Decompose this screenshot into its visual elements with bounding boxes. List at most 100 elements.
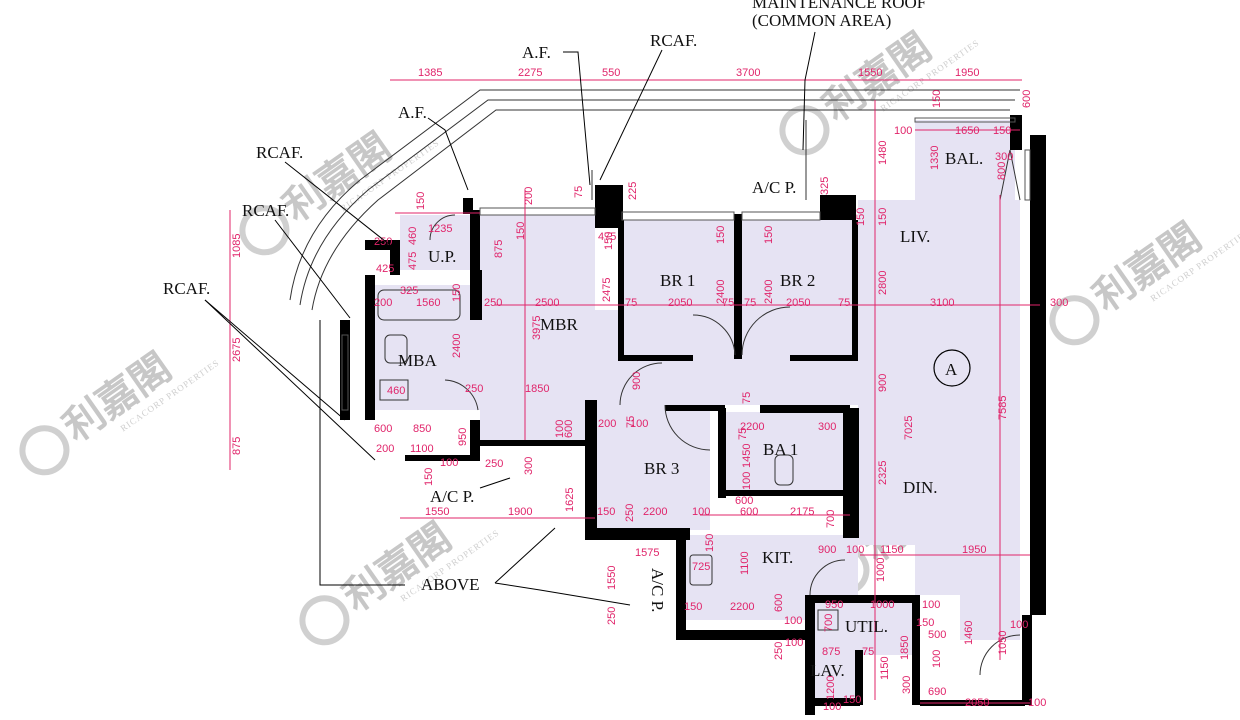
- dim-text: 100: [1028, 697, 1046, 709]
- room-label-ba1: BA 1: [763, 440, 798, 459]
- dim-text: 200: [374, 297, 392, 309]
- watermark-logo-icon: [239, 205, 290, 256]
- dim-text: 150: [423, 468, 435, 486]
- dim-text: 875: [493, 240, 505, 258]
- dim-text: 7585: [997, 396, 1009, 420]
- dim-text: 100: [823, 701, 841, 713]
- dim-text: 2200: [740, 421, 764, 433]
- dim-text: 250: [485, 458, 503, 470]
- dim-text: 150: [597, 506, 615, 518]
- dim-text: 300: [523, 457, 535, 475]
- room-label-mbr: MBR: [540, 315, 578, 334]
- dim-text: 600: [563, 420, 575, 438]
- dim-text: 1085: [231, 234, 243, 258]
- dim-text: 100: [741, 472, 753, 490]
- dim-text: 75: [722, 297, 734, 309]
- fixtures: [377, 289, 839, 631]
- dim-text: 150: [704, 534, 716, 552]
- dim-text: 7025: [903, 416, 915, 440]
- shower-icon: [817, 609, 839, 631]
- watermark-logo-icon: [1049, 295, 1100, 346]
- room-labels: LIV. DIN. BAL. BR 1 BR 2 BR 3 MBR MBA BA…: [398, 149, 983, 680]
- dim-text: 425: [376, 263, 394, 275]
- ac-platform-label-mid: A/C P.: [430, 487, 474, 506]
- dim-text: 1900: [508, 506, 532, 518]
- dim-text: 2050: [786, 297, 810, 309]
- liv-din-area: [858, 200, 1020, 640]
- dim-text: 75: [737, 428, 749, 440]
- dim-text: 100: [931, 650, 943, 668]
- dim-text: 600: [740, 506, 758, 518]
- rcaf-label-1: RCAF.: [650, 31, 697, 50]
- dim-text: 225: [627, 182, 639, 200]
- dim-text: 75: [573, 186, 585, 198]
- walls: [340, 115, 1046, 715]
- dim-text: 325: [400, 285, 418, 297]
- dim-text: 2050: [668, 297, 692, 309]
- dim-text: 2500: [535, 297, 559, 309]
- dim-text: 900: [631, 372, 643, 390]
- dim-text: 1850: [899, 636, 911, 660]
- dim-text: 325: [819, 177, 831, 195]
- dim-text: 2800: [877, 271, 889, 295]
- common-area-label: (COMMON AREA): [752, 11, 891, 30]
- dim-text: 250: [773, 642, 785, 660]
- dim-text: 700: [825, 510, 837, 528]
- br3-area: [595, 405, 710, 530]
- dim-text: 690: [928, 686, 946, 698]
- dimension-lines: [229, 79, 1040, 704]
- dim-text: 150: [855, 208, 867, 226]
- dim-text: 300: [818, 421, 836, 433]
- ba1-area: [725, 412, 845, 492]
- toilet-icon: [384, 334, 408, 364]
- dim-text: 600: [374, 423, 392, 435]
- room-label-up: U.P.: [428, 247, 456, 266]
- dim-text: 1235: [428, 223, 452, 235]
- mba-area: [372, 285, 480, 410]
- ac-platform-label-top: A/C P.: [752, 178, 796, 197]
- room-label-br3: BR 3: [644, 459, 679, 478]
- dim-text: 1100: [739, 551, 751, 575]
- watermark-logo-icon: [779, 105, 830, 156]
- annotation-labels: MAINTENANCE ROOF (COMMON AREA) A.F. A.F.…: [163, 0, 926, 612]
- dim-text: 1150: [880, 544, 904, 556]
- dim-text: 2050: [965, 697, 989, 709]
- toilet-icon: [774, 454, 794, 486]
- dim-text: 600: [735, 495, 753, 507]
- util-area: [810, 595, 915, 655]
- east-wall: [1030, 135, 1046, 615]
- dim-text: 460: [407, 227, 419, 245]
- dim-text: 1550: [858, 67, 882, 79]
- sink-icon: [689, 554, 713, 586]
- dim-text: 75: [744, 297, 756, 309]
- dim-text: 600: [773, 594, 785, 612]
- dim-text: 1460: [963, 621, 975, 645]
- dim-text: 725: [692, 561, 710, 573]
- dim-text: 2400: [763, 280, 775, 304]
- dim-text: 100: [554, 420, 566, 438]
- dim-text: 1650: [955, 125, 979, 137]
- unit-label: A: [945, 360, 958, 379]
- dim-text: 75: [862, 646, 874, 658]
- rcaf-label-3: RCAF.: [242, 201, 289, 220]
- door-swings: [429, 149, 1021, 676]
- dim-text: 875: [231, 437, 243, 455]
- dim-text: 1100: [410, 443, 434, 455]
- leader-lines: [204, 31, 816, 606]
- room-label-kit: KIT.: [762, 548, 793, 567]
- dim-text: 1000: [870, 599, 894, 611]
- dimension-texts: 1385 2275 550 3700 1550 1950 600 150 165…: [231, 67, 1068, 713]
- unit-marker: A: [933, 349, 971, 387]
- dim-text: 1950: [955, 67, 979, 79]
- room-label-bal: BAL.: [945, 149, 983, 168]
- dim-text: 100: [846, 544, 864, 556]
- dim-text: 900: [818, 544, 836, 556]
- dim-text: 2400: [451, 334, 463, 358]
- dim-text: 1950: [962, 544, 986, 556]
- dim-text: 150: [715, 226, 727, 244]
- dim-text: 150: [931, 90, 943, 108]
- above-label: ABOVE: [421, 575, 480, 594]
- rcaf-label-4: RCAF.: [163, 279, 210, 298]
- dim-text: 1560: [416, 297, 440, 309]
